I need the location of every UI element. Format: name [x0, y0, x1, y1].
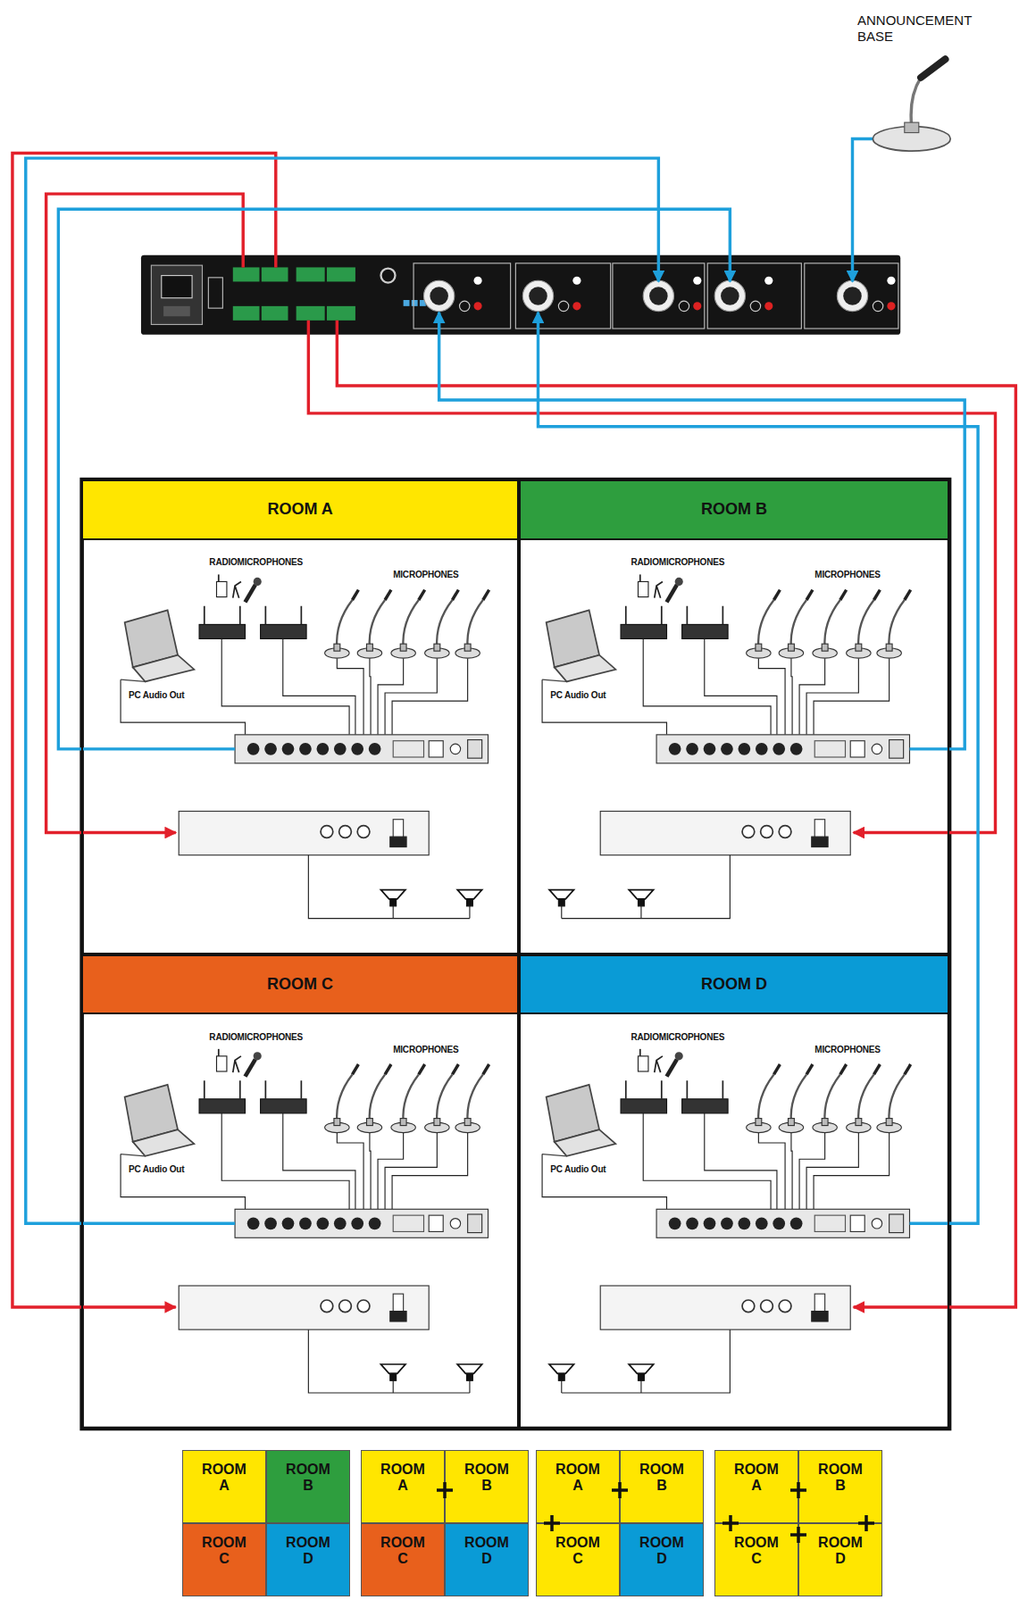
radio-mic-label: RADIOMICROPHONES: [631, 1032, 726, 1043]
room-name: ROOM C: [200, 1535, 249, 1568]
room-cell: ROOM D: [266, 1523, 351, 1597]
room-cell: ROOM A: [182, 1450, 267, 1524]
room-cell: ROOM B: [444, 1450, 529, 1524]
radio-mic-label: RADIOMICROPHONES: [208, 1032, 303, 1043]
room-cell: ROOM D: [444, 1523, 529, 1597]
announcement-label: ANNOUNCEMENT BASE: [857, 12, 992, 45]
room-cell: ROOM A: [714, 1450, 799, 1524]
room-name: ROOM A: [200, 1461, 249, 1495]
matrix-unit: [141, 255, 901, 335]
room-cell: ROOM B: [619, 1450, 704, 1524]
room-name: ROOM C: [732, 1535, 781, 1568]
room-name: ROOM C: [553, 1535, 602, 1568]
room-panel: ROOM D: [518, 954, 950, 1430]
room-name: ROOM C: [378, 1535, 427, 1568]
mic-label: MICROPHONES: [814, 569, 880, 580]
mic-label: MICROPHONES: [814, 1044, 880, 1055]
room-cell: ROOM A: [360, 1450, 445, 1524]
room-name: ROOM D: [816, 1535, 865, 1568]
announcement-mic: [872, 58, 951, 151]
room-name: ROOM D: [637, 1535, 686, 1568]
room-panel: ROOM C: [81, 954, 518, 1430]
pc-audio-label: PC Audio Out: [550, 1164, 606, 1175]
room-name: ROOM A: [732, 1461, 781, 1495]
room-name: ROOM B: [283, 1461, 333, 1495]
room-frame: [82, 479, 950, 1429]
room-header: ROOM C: [83, 956, 517, 1015]
room-header: ROOM A: [83, 481, 517, 540]
room-header: ROOM B: [520, 481, 948, 540]
room-name: ROOM B: [816, 1461, 865, 1495]
room-name: ROOM A: [553, 1461, 602, 1495]
room-title: ROOM D: [701, 975, 768, 994]
room-equipment: [542, 1049, 911, 1394]
room-equipment: [120, 1049, 490, 1394]
room-name: ROOM D: [283, 1535, 333, 1568]
room-cell: ROOM B: [798, 1450, 883, 1524]
pc-audio-label: PC Audio Out: [128, 690, 184, 701]
room-cell: ROOM C: [714, 1523, 799, 1597]
mic-label: MICROPHONES: [392, 569, 459, 580]
room-cell: ROOM D: [619, 1523, 704, 1597]
room-cell: ROOM C: [182, 1523, 267, 1597]
room-cell: ROOM B: [266, 1450, 351, 1524]
room-name: ROOM B: [462, 1461, 511, 1495]
signal-wires: [12, 138, 1016, 1308]
room-name: ROOM A: [378, 1461, 427, 1495]
room-title: ROOM B: [701, 500, 768, 519]
room-header: ROOM D: [520, 956, 948, 1015]
room-cell: ROOM C: [535, 1523, 620, 1597]
room-cell: ROOM C: [360, 1523, 445, 1597]
room-name: ROOM B: [637, 1461, 686, 1495]
radio-mic-label: RADIOMICROPHONES: [631, 557, 726, 568]
room-panel: ROOM B: [518, 479, 950, 955]
room-panel: ROOM A: [81, 479, 518, 955]
radio-mic-label: RADIOMICROPHONES: [208, 557, 303, 568]
mic-label: MICROPHONES: [392, 1044, 459, 1055]
room-cell: ROOM A: [535, 1450, 620, 1524]
room-title: ROOM A: [267, 500, 333, 519]
pc-audio-label: PC Audio Out: [550, 690, 606, 701]
room-name: ROOM D: [462, 1535, 511, 1568]
room-title: ROOM C: [267, 975, 334, 994]
room-equipment: [542, 574, 911, 919]
room-cell: ROOM D: [798, 1523, 883, 1597]
room-equipment: [120, 574, 490, 919]
pc-audio-label: PC Audio Out: [128, 1164, 184, 1175]
